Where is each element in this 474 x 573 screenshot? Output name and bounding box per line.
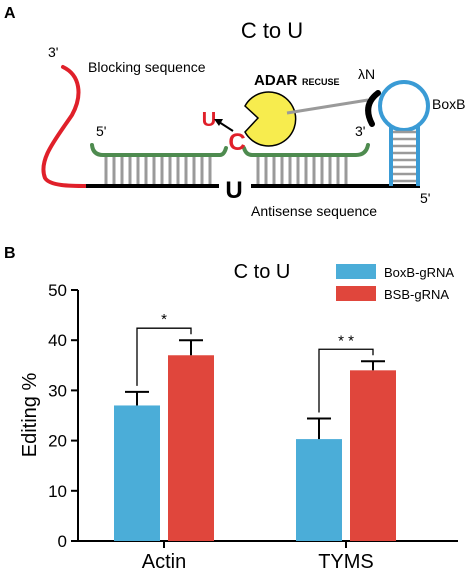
y-tick-label: 0	[58, 532, 67, 551]
adar-label: ADAR	[254, 72, 297, 89]
bar	[168, 355, 214, 541]
significance-bracket	[318, 348, 374, 413]
y-tick-label: 50	[48, 281, 67, 300]
panel-b-label: B	[4, 245, 16, 262]
y-tick-label: 20	[48, 432, 67, 451]
adar-subscript-label: RECUSE	[302, 77, 340, 87]
base-pair-rungs	[104, 157, 348, 184]
y-tick-label: 30	[48, 381, 67, 400]
guide-3prime-label: 3'	[355, 123, 365, 139]
legend: BoxB-gRNA BSB-gRNA	[336, 264, 454, 302]
legend-swatch-boxb	[336, 264, 376, 279]
edited-c-label: C	[228, 129, 245, 156]
guide-strand-left	[90, 143, 228, 157]
bar	[114, 405, 160, 541]
panel-a-label: A	[4, 5, 16, 22]
lambda-n-label: λN	[358, 66, 375, 82]
boxb-stem-rungs	[393, 130, 416, 183]
adar-linker	[286, 98, 369, 115]
target-u-label: U	[225, 177, 242, 204]
antisense-sequence-label: Antisense sequence	[251, 203, 377, 219]
significance-bracket	[136, 327, 192, 386]
x-tick-label: Actin	[142, 551, 186, 573]
bar	[350, 370, 396, 541]
y-tick-label: 40	[48, 331, 67, 350]
blocking-sequence-label: Blocking sequence	[88, 59, 206, 75]
x-tick-label: TYMS	[318, 551, 374, 573]
boxb-label: BoxB	[432, 96, 465, 112]
boxb-loop	[378, 80, 430, 132]
legend-label-boxb: BoxB-gRNA	[384, 265, 454, 280]
lambda-n-peptide	[365, 90, 381, 127]
chart-title: C to U	[234, 261, 291, 283]
significance-label: * *	[338, 332, 354, 349]
edit-arrow	[218, 121, 234, 132]
adar-enzyme-shape	[244, 91, 297, 147]
panel-a: A C to U 3' Blocking sequence U 5' Antis…	[4, 5, 465, 219]
significance-label: *	[161, 311, 167, 328]
panel-a-title: C to U	[241, 18, 303, 43]
edited-u-label: U	[202, 109, 216, 131]
blocking-3prime-label: 3'	[48, 44, 58, 60]
blocking-strand	[41, 65, 89, 188]
edit-arrowhead	[214, 119, 223, 126]
guide-5prime-label: 5'	[96, 123, 106, 139]
legend-swatch-bsb	[336, 286, 376, 301]
y-axis-label: Editing %	[19, 373, 41, 458]
bar	[296, 439, 342, 541]
legend-label-bsb: BSB-gRNA	[384, 287, 449, 302]
guide-strand-right	[242, 143, 370, 157]
y-tick-label: 10	[48, 482, 67, 501]
target-5prime-label: 5'	[420, 190, 430, 206]
